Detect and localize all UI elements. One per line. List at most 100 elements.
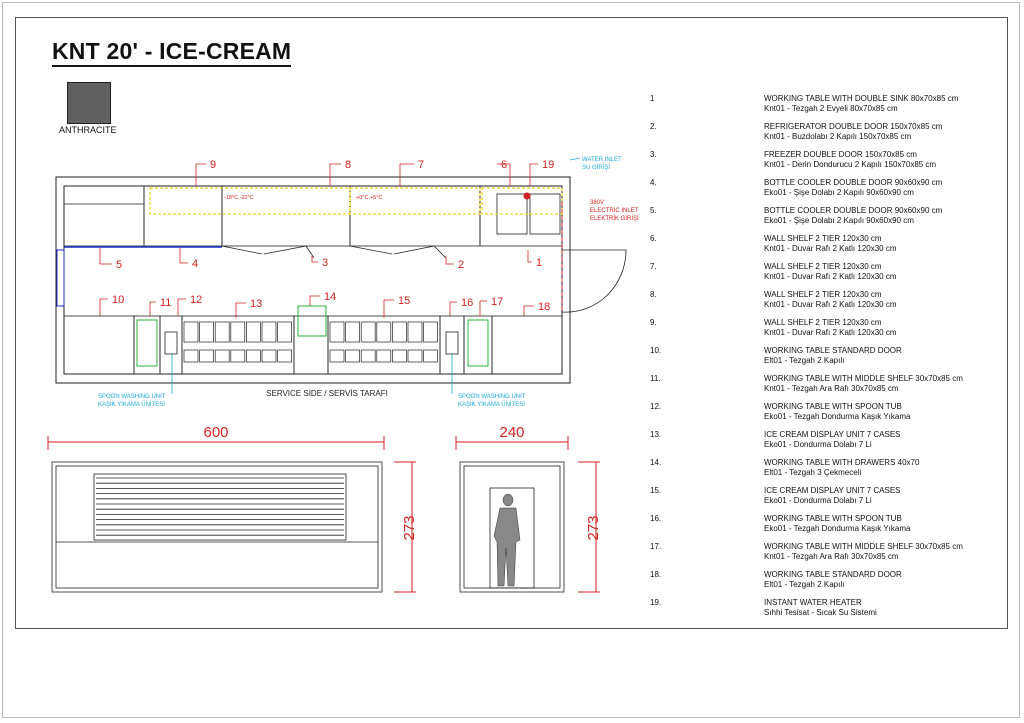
legend-item-english: INSTANT WATER HEATER — [764, 598, 862, 607]
side-height-label: 273 — [585, 515, 602, 540]
legend-item-number: 16. — [650, 514, 662, 523]
equipment-marker: 6 — [501, 159, 507, 171]
ice-cream-display-cases — [183, 321, 438, 363]
legend-item-turkish: Eko01 - Tezgah Dondurma Kaşık Yıkama — [764, 412, 911, 421]
front-width-label: 600 — [203, 424, 228, 441]
electric-voltage: 380V — [590, 200, 604, 206]
legend-item-number: 7. — [650, 262, 657, 271]
front-height-label: 273 — [401, 515, 418, 540]
legend-item-turkish: Elt01 - Tezgah 2 Kapılı — [764, 580, 845, 589]
legend-item-number: 15. — [650, 486, 662, 495]
display-case-lower — [277, 349, 292, 363]
equipment-marker: 12 — [190, 294, 202, 306]
back-wall-equipment — [63, 185, 563, 247]
display-case-lower — [246, 349, 261, 363]
front-height-dimension — [394, 461, 416, 593]
equipment-marker: 19 — [542, 159, 554, 171]
side-height-dimension — [578, 461, 600, 593]
equipment-marker-leader — [445, 256, 454, 265]
legend-item-number: 14. — [650, 458, 662, 467]
fridge-temperature: +0°C,+5°C — [356, 195, 382, 201]
equipment-marker: 2 — [458, 259, 464, 271]
legend-item: 17.WORKING TABLE WITH MIDDLE SHELF 30x70… — [650, 542, 990, 570]
equipment-marker-leader — [449, 301, 457, 316]
equipment-marker-leader — [309, 295, 320, 306]
legend-item-number: 12. — [650, 402, 662, 411]
display-case-lower — [329, 349, 345, 363]
electric-inlet-label-tr: ELEKTRİK GİRİŞİ — [590, 215, 639, 222]
door-swings — [221, 245, 447, 259]
legend-item-english: FREEZER DOUBLE DOOR 150x70x85 cm — [764, 150, 917, 159]
equipment-marker-leader — [311, 256, 318, 263]
display-case — [329, 321, 345, 343]
equipment-marker-leader — [497, 163, 511, 186]
legend-item-turkish: Eko01 - Şişe Dolabı 2 Kapılı 90x60x90 cm — [764, 188, 914, 197]
legend-item-number: 3. — [650, 150, 657, 159]
legend-item-turkish: Eko01 - Dondurma Dolabı 7 Li — [764, 496, 872, 505]
legend-item-english: WORKING TABLE WITH MIDDLE SHELF 30x70x85… — [764, 374, 963, 383]
legend-item-english: BOTTLE COOLER DOUBLE DOOR 90x60x90 cm — [764, 178, 943, 187]
display-case-lower — [407, 349, 423, 363]
legend-item-turkish: Eko01 - Tezgah Dondurma Kaşık Yıkama — [764, 524, 911, 533]
display-case — [261, 321, 277, 343]
legend-item-number: 10. — [650, 346, 662, 355]
water-inlet-label-tr: SU GİRİŞİ — [582, 164, 610, 171]
equipment-marker-leader — [479, 300, 487, 316]
legend-item-number: 19. — [650, 598, 662, 607]
legend-item-turkish: Knt01 - Tezgah Ara Rafı 30x70x85 cm — [764, 552, 899, 561]
display-case — [345, 321, 360, 343]
display-case — [230, 321, 246, 343]
freezer-temperature: -18°C,-22°C — [224, 195, 254, 201]
legend-item-english: ICE CREAM DISPLAY UNIT 7 CASES — [764, 430, 901, 439]
equipment-marker-leader — [529, 163, 538, 186]
equipment-marker-leader — [99, 298, 108, 316]
legend-item-turkish: Eko01 - Şişe Dolabı 2 Kapılı 90x60x90 cm — [764, 216, 914, 225]
legend-item-turkish: Sıhhi Tesisat - Sıcak Su Sistemi — [764, 608, 877, 617]
side-width-dimension — [455, 436, 569, 450]
legend-item-english: WORKING TABLE WITH MIDDLE SHELF 30x70x85… — [764, 542, 963, 551]
equipment-marker-leader — [177, 298, 186, 316]
legend-item-english: WALL SHELF 2 TIER 120x30 cm — [764, 290, 882, 299]
legend-item: 11.WORKING TABLE WITH MIDDLE SHELF 30x70… — [650, 374, 990, 402]
display-case — [246, 321, 261, 343]
wall-shelves — [149, 187, 563, 215]
front-elevation — [51, 461, 383, 593]
legend-item-english: BOTTLE COOLER DOUBLE DOOR 90x60x90 cm — [764, 206, 943, 215]
display-case-lower — [392, 349, 407, 363]
legend-item-english: WORKING TABLE STANDARD DOOR — [764, 570, 902, 579]
legend-item-english: REFRIGERATOR DOUBLE DOOR 150x70x85 cm — [764, 122, 943, 131]
equipment-marker-leader — [399, 163, 414, 186]
water-inlet-label: WATER INLET — [582, 157, 622, 163]
equipment-marker-leader — [527, 250, 532, 263]
equipment-marker-leader — [329, 163, 341, 186]
legend-item-turkish: Knt01 - Duvar Rafı 2 Katlı 120x30 cm — [764, 272, 897, 281]
legend-item-number: 9. — [650, 318, 657, 327]
container-outline — [55, 176, 571, 384]
legend-item-english: WORKING TABLE WITH SPOON TUB — [764, 402, 902, 411]
display-case — [199, 321, 214, 343]
equipment-marker: 18 — [538, 301, 550, 313]
equipment-marker: 11 — [160, 297, 171, 309]
side-elevation — [459, 461, 565, 593]
equipment-marker: 8 — [345, 159, 351, 171]
legend-item-turkish: Knt01 - Tezgah Ara Rafı 30x70x85 cm — [764, 384, 899, 393]
legend-item-turkish: Knt01 - Duvar Rafı 2 Katlı 120x30 cm — [764, 328, 897, 337]
color-swatch-label: ANTHRACITE — [59, 125, 117, 135]
legend-item-english: WORKING TABLE WITH DOUBLE SINK 80x70x85 … — [764, 94, 959, 103]
equipment-marker-leader — [235, 302, 246, 318]
equipment-marker: 10 — [112, 294, 124, 306]
display-case — [376, 321, 392, 343]
side-width-label: 240 — [499, 424, 524, 441]
legend-item-english: WORKING TABLE WITH DRAWERS 40x70 — [764, 458, 920, 467]
